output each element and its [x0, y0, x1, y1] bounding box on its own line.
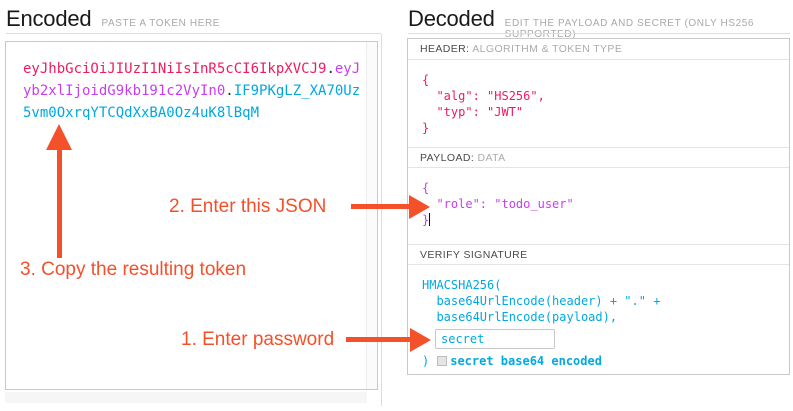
- payload-json-editor[interactable]: { "role": "todo_user" }: [408, 168, 789, 244]
- payload-section-label: PAYLOAD: DATA: [408, 147, 789, 168]
- step1-arrow-shaft: [346, 337, 412, 342]
- token-payload-segment: eyJyb2xlIjoidG9kb191c2VyIn0: [23, 61, 361, 99]
- textarea-bottom-gutter: [5, 392, 367, 403]
- payload-closing-brace: }: [422, 213, 430, 227]
- decoded-panel: HEADER: ALGORITHM & TOKEN TYPE { "alg": …: [407, 38, 790, 375]
- secret-input[interactable]: [435, 329, 555, 349]
- base64-encoded-checkbox[interactable]: [437, 356, 448, 366]
- token-header-segment: eyJhbGciOiJIUzI1NiIsInR5cCI6IkpXVCJ9: [23, 61, 327, 77]
- header-json-editor[interactable]: { "alg": "HS256", "typ": "JWT" }: [408, 60, 789, 147]
- signature-code-line: base64UrlEncode(header) + "." +: [422, 294, 661, 308]
- decoded-subtitle: EDIT THE PAYLOAD AND SECRET (ONLY HS256 …: [504, 18, 755, 40]
- token-input[interactable]: eyJhbGciOiJIUzI1NiIsInR5cCI6IkpXVCJ9.eyJ…: [5, 41, 378, 390]
- text-cursor: [429, 213, 431, 226]
- token-signature-segment: IF9PKgLZ_XA70Uz5vm0OxrqYTCQdXxBA0Oz4uK8l…: [23, 83, 361, 121]
- payload-label-strong: PAYLOAD:: [420, 152, 475, 164]
- encoded-subtitle: PASTE A TOKEN HERE: [101, 18, 221, 29]
- right-title-divider: [408, 33, 790, 34]
- payload-json-line: }: [422, 212, 775, 228]
- up-arrow-shaft: [57, 148, 62, 258]
- payload-json-line: "role": "todo_user": [422, 197, 574, 211]
- step2-arrow-shaft: [351, 204, 411, 209]
- payload-json-line: {: [422, 181, 430, 195]
- column-divider: [381, 34, 382, 406]
- close-paren: ): [422, 354, 430, 368]
- header-json-line: "typ": "JWT": [422, 105, 524, 119]
- decoded-title: Decoded: [408, 6, 495, 31]
- base64-checkbox-label: secret base64 encoded: [450, 354, 602, 368]
- header-json-line: {: [422, 73, 430, 87]
- left-title-divider: [6, 33, 381, 34]
- header-label-muted: ALGORITHM & TOKEN TYPE: [472, 43, 623, 55]
- token-dot-1: .: [326, 61, 335, 77]
- annotation-step2: 2. Enter this JSON: [169, 196, 327, 217]
- header-label-strong: HEADER:: [420, 43, 470, 55]
- verify-signature-label: VERIFY SIGNATURE: [408, 244, 789, 265]
- signature-code-line: HMACSHA256(: [422, 278, 502, 292]
- header-section-label: HEADER: ALGORITHM & TOKEN TYPE: [408, 39, 789, 60]
- token-dot-2: .: [225, 83, 234, 99]
- step1-arrow-head-icon: [410, 328, 431, 352]
- signature-code-line: base64UrlEncode(payload),: [422, 310, 618, 324]
- textarea-scrollbar-track[interactable]: [366, 42, 377, 389]
- decoded-title-row: Decoded EDIT THE PAYLOAD AND SECRET (ONL…: [408, 6, 793, 40]
- up-arrow-head-icon: [46, 124, 72, 150]
- token-text: eyJhbGciOiJIUzI1NiIsInR5cCI6IkpXVCJ9.eyJ…: [23, 58, 369, 124]
- payload-label-muted: DATA: [477, 152, 506, 164]
- signature-code: HMACSHA256( base64UrlEncode(header) + ".…: [408, 265, 789, 371]
- annotation-step1: 1. Enter password: [181, 329, 335, 350]
- header-json-line: "alg": "HS256",: [422, 89, 545, 103]
- signature-close-line: ) secret base64 encoded: [422, 353, 775, 369]
- encoded-title-row: Encoded PASTE A TOKEN HERE: [6, 6, 220, 32]
- header-json-line: }: [422, 121, 430, 135]
- step2-arrow-head-icon: [409, 195, 430, 219]
- encoded-title: Encoded: [6, 6, 92, 31]
- signature-label-strong: VERIFY SIGNATURE: [420, 249, 528, 261]
- annotation-step3: 3. Copy the resulting token: [20, 259, 247, 280]
